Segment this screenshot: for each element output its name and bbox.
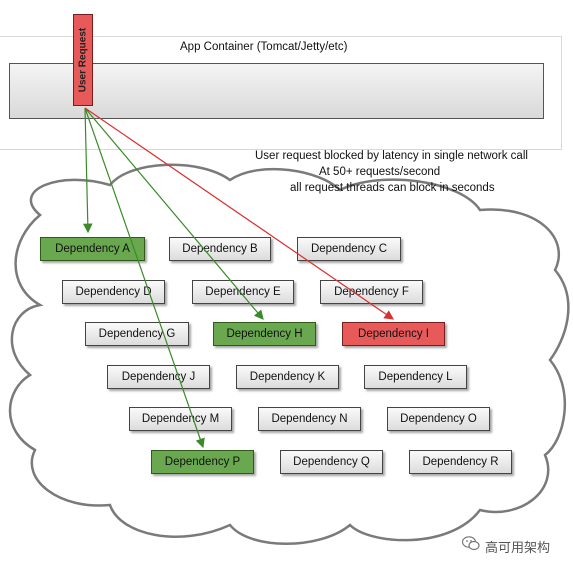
dependency-r: Dependency R xyxy=(409,450,512,474)
dependency-p: Dependency P xyxy=(151,450,254,474)
dependency-d: Dependency D xyxy=(62,280,165,304)
arrow-to-dependency-a xyxy=(82,107,93,234)
dependency-h: Dependency H xyxy=(213,322,316,346)
dependency-j: Dependency J xyxy=(107,365,210,389)
arrow-to-dependency-i xyxy=(84,107,394,320)
wechat-icon xyxy=(462,536,480,551)
user-request-box: User Request xyxy=(73,14,93,106)
user-request-label: User Request xyxy=(77,27,89,93)
dependency-m: Dependency M xyxy=(129,407,232,431)
arrow-to-dependency-p xyxy=(84,107,205,449)
dependency-n: Dependency N xyxy=(258,407,361,431)
threads-note: all request threads can block in seconds xyxy=(290,182,495,194)
dependency-a: Dependency A xyxy=(40,237,145,261)
dependency-g: Dependency G xyxy=(85,322,189,346)
arrow-to-dependency-h xyxy=(84,107,264,320)
dependency-f: Dependency F xyxy=(320,280,423,304)
dependency-e: Dependency E xyxy=(192,280,294,304)
footer-label: 高可用架构 xyxy=(485,540,551,555)
app-container-label: App Container (Tomcat/Jetty/etc) xyxy=(180,41,348,53)
rate-note: At 50+ requests/second xyxy=(319,166,441,178)
dependency-k: Dependency K xyxy=(236,365,339,389)
dependency-o: Dependency O xyxy=(387,407,490,431)
dependency-c: Dependency C xyxy=(297,237,401,261)
dependency-l: Dependency L xyxy=(364,365,467,389)
app-container-bar xyxy=(9,63,544,119)
latency-note: User request blocked by latency in singl… xyxy=(255,150,528,162)
dependency-i: Dependency I xyxy=(342,322,445,346)
dependency-q: Dependency Q xyxy=(280,450,383,474)
